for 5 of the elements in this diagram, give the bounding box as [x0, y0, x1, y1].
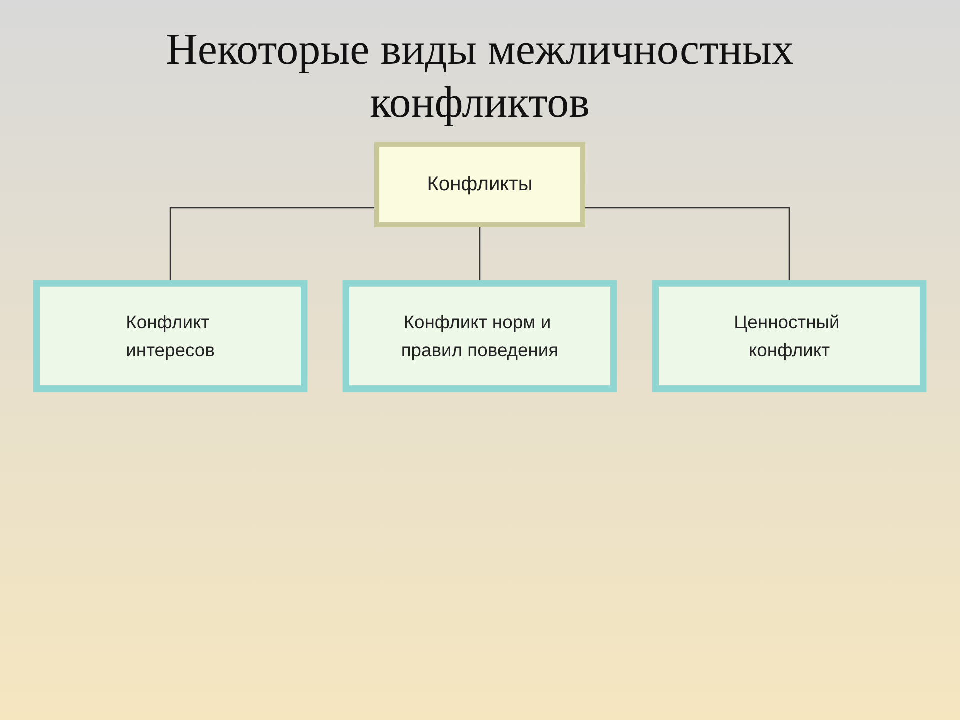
node-box: Конфликт интересов — [33, 280, 308, 392]
node-box: Ценностный конфликт — [652, 280, 927, 392]
node-box: Конфликты — [374, 142, 586, 228]
title: Некоторые виды межличностных конфликтов — [165, 24, 795, 129]
node-box: Конфликт норм и правил поведения — [342, 280, 618, 392]
